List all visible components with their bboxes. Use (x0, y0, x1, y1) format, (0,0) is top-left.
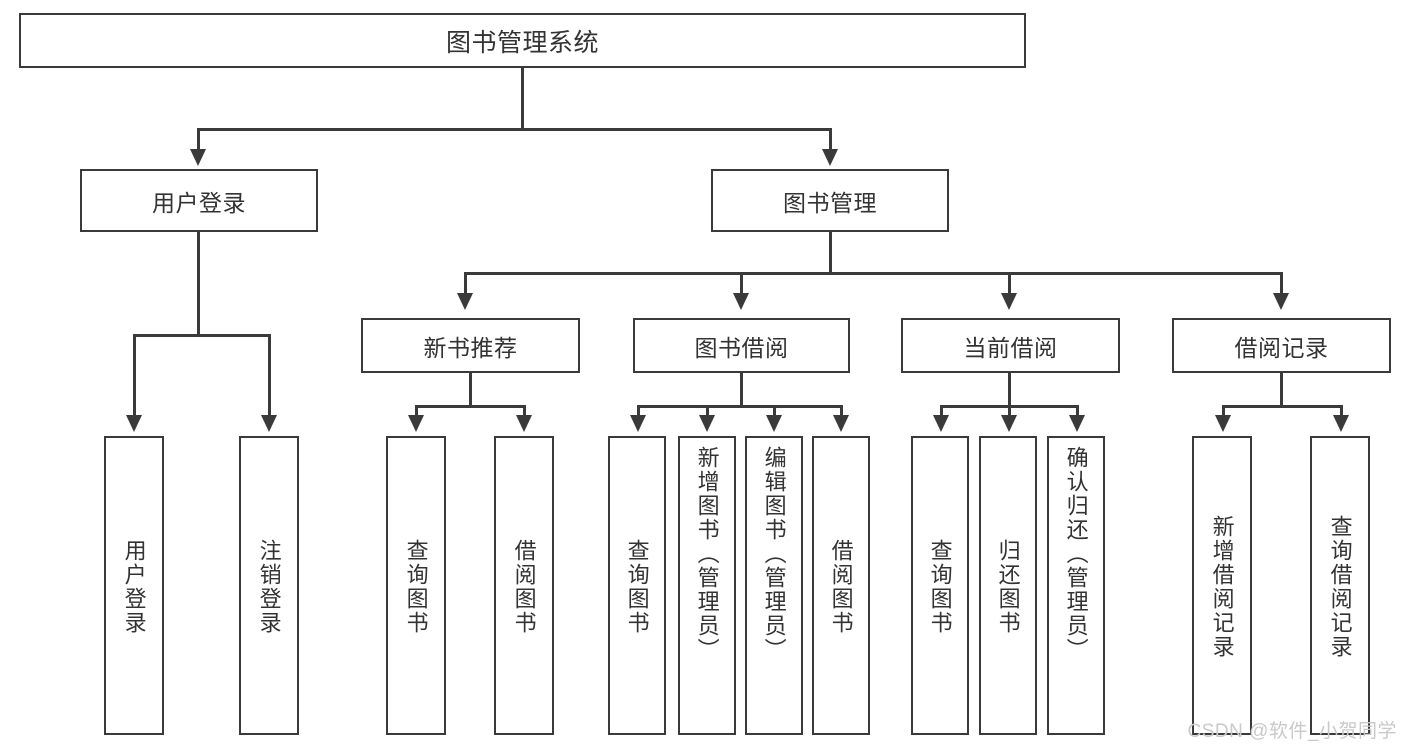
node-new-book-recommend[interactable]: 新书推荐 (361, 318, 580, 373)
arrowhead-new-book-leaf-2 (516, 415, 532, 432)
node-label: 图书管理 (783, 189, 877, 216)
node-current-borrow[interactable]: 当前借阅 (901, 318, 1120, 373)
connector-borrow-record-drop-1 (1222, 405, 1225, 417)
connector-user-login-bus (133, 334, 270, 337)
leaf-add-book-admin[interactable]: 新增图书（管理员） (678, 436, 736, 735)
connector-current-borrow-drop-2 (1008, 405, 1011, 417)
connector-borrow-record-bus (1222, 405, 1342, 408)
arrowhead-to-book-borrow (733, 293, 749, 310)
arrowhead-book-borrow-leaf-2 (699, 415, 715, 432)
arrowhead-to-borrow-record (1273, 293, 1289, 310)
connector-new-book-drop-2 (523, 405, 526, 417)
node-label: 图书借阅 (694, 334, 789, 361)
connector-new-book-bus (415, 405, 525, 408)
arrowhead-book-borrow-leaf-3 (766, 415, 782, 432)
arrowhead-user-login-leaf-1 (126, 415, 142, 432)
connector-to-new-book (464, 272, 467, 295)
arrowhead-user-login-leaf-2 (261, 415, 277, 432)
leaf-add-borrow-record[interactable]: 新增借阅记录 (1192, 436, 1252, 735)
leaf-return-book[interactable]: 归还图书 (979, 436, 1037, 735)
connector-level3-bus (464, 272, 1281, 275)
connector-new-book-drop-1 (415, 405, 418, 417)
connector-new-book-stem (469, 373, 472, 407)
arrowhead-new-book-leaf-1 (408, 415, 424, 432)
connector-user-login-drop-2 (268, 334, 271, 417)
leaf-search-borrow-record[interactable]: 查询借阅记录 (1310, 436, 1370, 735)
connector-to-borrow-record (1280, 272, 1283, 295)
connector-borrow-record-stem (1280, 373, 1283, 407)
arrowhead-to-book-manage (822, 149, 838, 166)
connector-current-borrow-drop-1 (940, 405, 943, 417)
leaf-search-book-current[interactable]: 查询图书 (911, 436, 969, 735)
connector-to-book-borrow (740, 272, 743, 295)
connector-user-login-stem (197, 232, 200, 336)
leaf-label: 借阅图书 (828, 538, 854, 635)
leaf-borrow-book[interactable]: 借阅图书 (812, 436, 870, 735)
leaf-label: 归还图书 (995, 538, 1021, 635)
arrowhead-borrow-record-leaf-1 (1215, 415, 1231, 432)
node-book-borrow[interactable]: 图书借阅 (633, 318, 850, 373)
leaf-edit-book-admin[interactable]: 编辑图书（管理员） (745, 436, 803, 735)
leaf-label: 借阅图书 (511, 538, 537, 635)
arrowhead-book-borrow-leaf-4 (833, 415, 849, 432)
arrowhead-to-new-book (457, 293, 473, 310)
node-borrow-record[interactable]: 借阅记录 (1172, 318, 1391, 373)
connector-book-borrow-drop-4 (840, 405, 843, 417)
leaf-label: 新增借阅记录 (1209, 514, 1235, 659)
node-root-library-system[interactable]: 图书管理系统 (19, 13, 1026, 68)
connector-borrow-record-drop-2 (1340, 405, 1343, 417)
leaf-label: 查询借阅记录 (1327, 514, 1353, 659)
leaf-label: 注销登录 (256, 538, 282, 635)
arrowhead-current-borrow-leaf-1 (933, 415, 949, 432)
node-label: 新书推荐 (423, 334, 518, 361)
node-label: 用户登录 (152, 189, 246, 216)
leaf-label: 编辑图书（管理员） (761, 446, 787, 662)
connector-current-borrow-stem (1008, 373, 1011, 407)
leaf-user-login[interactable]: 用户登录 (104, 436, 164, 735)
connector-book-borrow-drop-2 (706, 405, 709, 417)
leaf-logout[interactable]: 注销登录 (239, 436, 299, 735)
connector-root-stem (521, 68, 524, 130)
leaf-confirm-return-admin[interactable]: 确认归还（管理员） (1047, 436, 1105, 735)
leaf-label: 新增图书（管理员） (694, 446, 720, 662)
connector-current-borrow-drop-3 (1076, 405, 1079, 417)
leaf-label: 查询图书 (624, 538, 650, 635)
connector-book-borrow-bus (637, 405, 842, 408)
arrowhead-book-borrow-leaf-1 (630, 415, 646, 432)
node-book-management[interactable]: 图书管理 (711, 169, 949, 232)
leaf-label: 查询图书 (403, 538, 429, 635)
connector-book-borrow-drop-3 (773, 405, 776, 417)
arrowhead-to-current-borrow (1001, 293, 1017, 310)
connector-level2-bus (197, 128, 831, 131)
node-label: 图书管理系统 (445, 28, 599, 57)
connector-to-book-manage (829, 128, 832, 151)
connector-user-login-drop-1 (133, 334, 136, 417)
connector-book-borrow-drop-1 (637, 405, 640, 417)
connector-book-borrow-stem (740, 373, 743, 407)
leaf-search-book-recommend[interactable]: 查询图书 (386, 436, 446, 735)
node-label: 借阅记录 (1234, 334, 1329, 361)
arrowhead-to-user-login (190, 149, 206, 166)
leaf-label: 查询图书 (927, 538, 953, 635)
arrowhead-current-borrow-leaf-3 (1069, 415, 1085, 432)
leaf-label: 确认归还（管理员） (1063, 446, 1089, 662)
arrowhead-current-borrow-leaf-2 (1001, 415, 1017, 432)
arrowhead-borrow-record-leaf-2 (1333, 415, 1349, 432)
connector-book-manage-stem (829, 232, 832, 274)
leaf-label: 用户登录 (121, 538, 147, 635)
connector-to-user-login (197, 128, 200, 151)
leaf-search-book-borrow[interactable]: 查询图书 (608, 436, 666, 735)
leaf-borrow-book-recommend[interactable]: 借阅图书 (494, 436, 554, 735)
node-user-login[interactable]: 用户登录 (80, 169, 318, 232)
node-label: 当前借阅 (963, 334, 1058, 361)
connector-to-current-borrow (1008, 272, 1011, 295)
